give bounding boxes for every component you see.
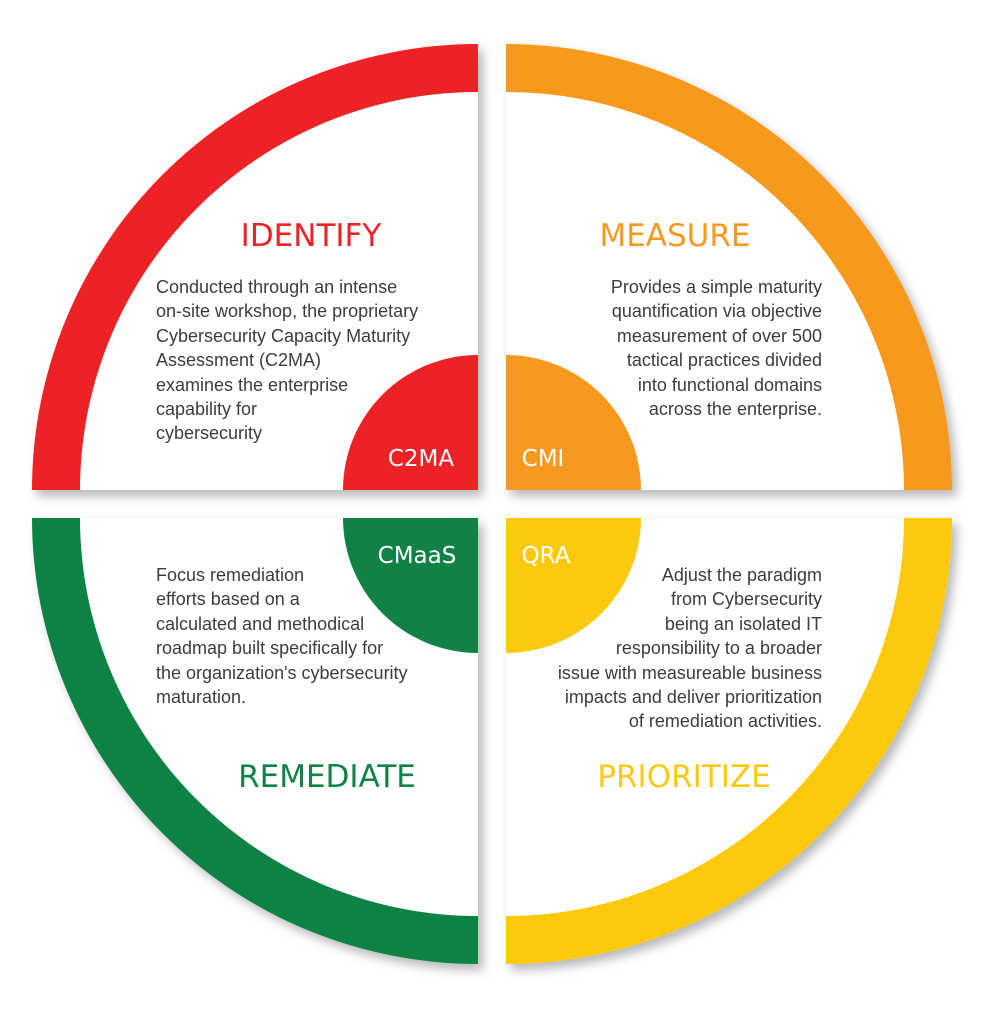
description-line: maturation.: [156, 687, 247, 708]
description-line: the organization's cybersecurity: [156, 662, 408, 683]
measure-panel: [506, 92, 904, 490]
description-line: tactical practices divided: [626, 350, 822, 371]
description-line: issue with measureable business: [557, 662, 822, 683]
prioritize-panel: [506, 518, 904, 916]
identify-tag-circle: [343, 355, 478, 490]
description-line: into functional domains: [637, 374, 822, 395]
description-line: Provides a simple maturity: [610, 277, 822, 297]
description-line: being an isolated IT: [664, 613, 822, 634]
description-line: roadmap built specifically for: [156, 638, 384, 659]
remediate-tag-circle: [343, 518, 478, 653]
prioritize-title: PRIORITIZE: [597, 759, 770, 795]
description-line: quantification via objective: [611, 301, 822, 322]
description-line: measurement of over 500: [616, 325, 822, 346]
description-line: of remediation activities.: [628, 711, 822, 732]
measure-tag-label: CMI: [522, 446, 565, 472]
remediate-description: Focus remediation efforts based on a calcu…: [156, 563, 408, 709]
description-line: Adjust the paradigm: [661, 565, 822, 585]
description-line: on-site workshop, the proprietary: [156, 301, 419, 322]
description-line: from Cybersecurity: [670, 589, 822, 610]
description-line: cybersecurity: [156, 423, 263, 444]
measure-title: MEASURE: [599, 218, 750, 254]
description-line: Assessment (C2MA): [156, 350, 322, 371]
identify-title: IDENTIFY: [241, 218, 382, 254]
description-line: capability for: [156, 399, 258, 420]
quadrant-identify: IDENTIFY C2MA: [32, 44, 478, 490]
description-line: efforts based on a: [156, 589, 300, 610]
measure-tag-circle: [506, 355, 641, 490]
identify-tag-label: C2MA: [388, 446, 455, 472]
remediate-panel: [80, 518, 478, 916]
quadrant-prioritize: PRIORITIZE QRA: [506, 518, 952, 964]
description-line: Cybersecurity Capacity Maturity: [156, 325, 411, 346]
quadrant-remediate: REMEDIATE CMaaS: [32, 518, 478, 964]
quadrant-measure: MEASURE CMI: [506, 44, 952, 490]
description-line: examines the enterprise: [156, 374, 349, 395]
identify-description: Conducted through an intense on-site work…: [156, 275, 418, 446]
remediate-tag-label: CMaaS: [378, 543, 457, 569]
description-line: across the enterprise.: [648, 399, 822, 420]
prioritize-tag-label: QRA: [522, 543, 571, 569]
remediate-title: REMEDIATE: [238, 759, 416, 795]
description-line: Conducted through an intense: [156, 277, 398, 297]
prioritize-description: Adjust the paradigm from Cybersecurity bei…: [558, 563, 822, 734]
description-line: impacts and deliver prioritization: [564, 687, 822, 708]
measure-description: Provides a simple maturity quantification…: [611, 275, 822, 421]
description-line: responsibility to a broader: [615, 638, 822, 659]
prioritize-tag-circle: [506, 518, 641, 653]
description-line: calculated and methodical: [156, 613, 365, 634]
identify-panel: [80, 92, 478, 490]
description-line: Focus remediation: [156, 565, 305, 585]
